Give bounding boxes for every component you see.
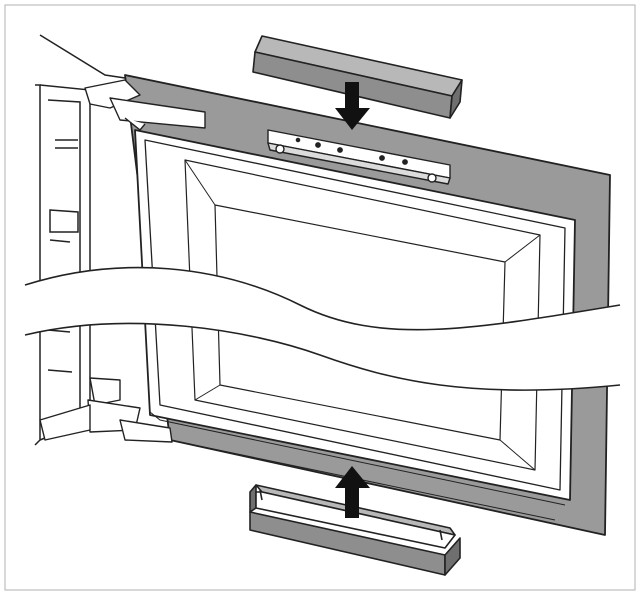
hinge-icon bbox=[39, 377, 173, 443]
mounting-rail-icon bbox=[267, 129, 451, 185]
cabinet-carcass-icon bbox=[34, 34, 126, 446]
down-arrow-icon bbox=[335, 82, 370, 130]
wave-break-bottom-edge bbox=[24, 322, 621, 391]
wave-break-icon bbox=[25, 267, 620, 391]
hinge-icon bbox=[84, 79, 206, 131]
wave-break-top-edge bbox=[24, 266, 621, 331]
up-arrow-icon bbox=[335, 466, 370, 518]
